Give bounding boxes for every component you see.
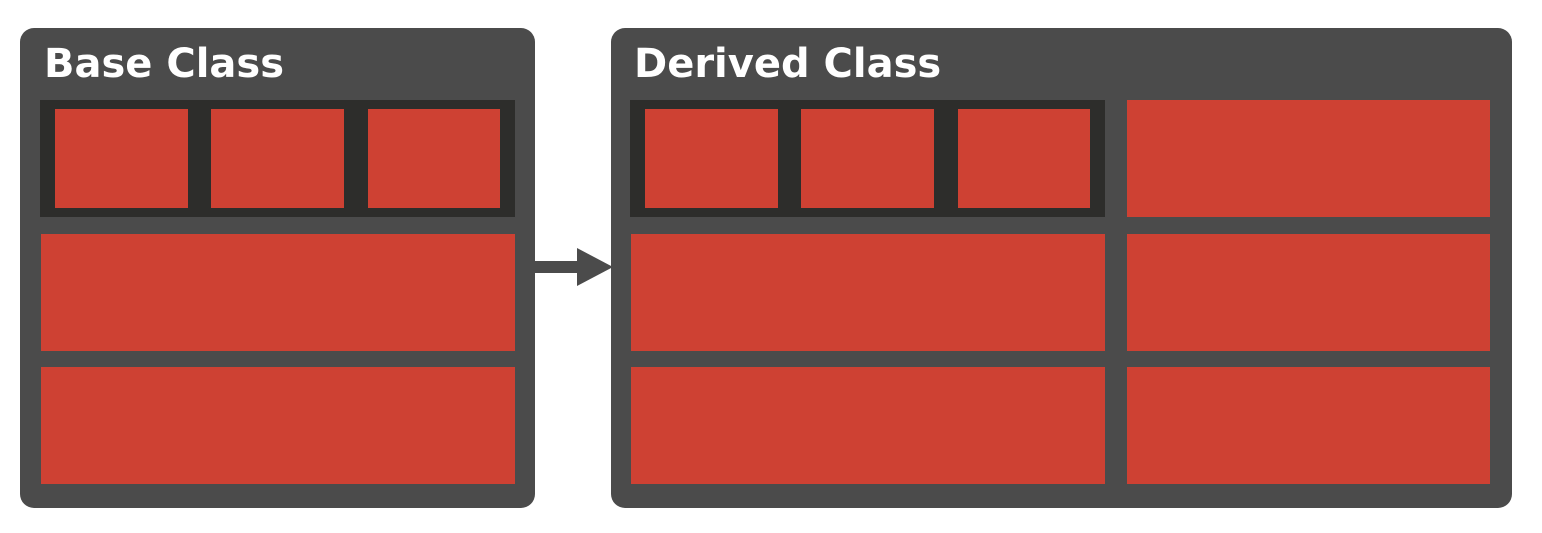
derived-class-title: Derived Class bbox=[634, 41, 942, 87]
right-arrow-icon bbox=[535, 248, 613, 286]
derived-wide-block-2 bbox=[631, 367, 1105, 484]
derived-class-panel: Derived Class bbox=[611, 28, 1512, 508]
base-small-block-2 bbox=[211, 109, 344, 208]
derived-extra-block-3 bbox=[1127, 367, 1490, 484]
base-wide-block-1 bbox=[41, 234, 515, 351]
base-wide-block-2 bbox=[41, 367, 515, 484]
base-small-block-1 bbox=[55, 109, 188, 208]
base-class-panel: Base Class bbox=[20, 28, 535, 508]
derived-small-block-3 bbox=[958, 109, 1090, 208]
derived-extra-block-2 bbox=[1127, 234, 1490, 351]
derived-extra-block-1 bbox=[1127, 100, 1490, 217]
derived-member-group bbox=[630, 100, 1105, 217]
derived-small-block-2 bbox=[801, 109, 934, 208]
derived-wide-block-1 bbox=[631, 234, 1105, 351]
base-member-group bbox=[40, 100, 515, 217]
base-class-title: Base Class bbox=[44, 41, 285, 87]
derived-small-block-1 bbox=[645, 109, 778, 208]
base-small-block-3 bbox=[368, 109, 500, 208]
